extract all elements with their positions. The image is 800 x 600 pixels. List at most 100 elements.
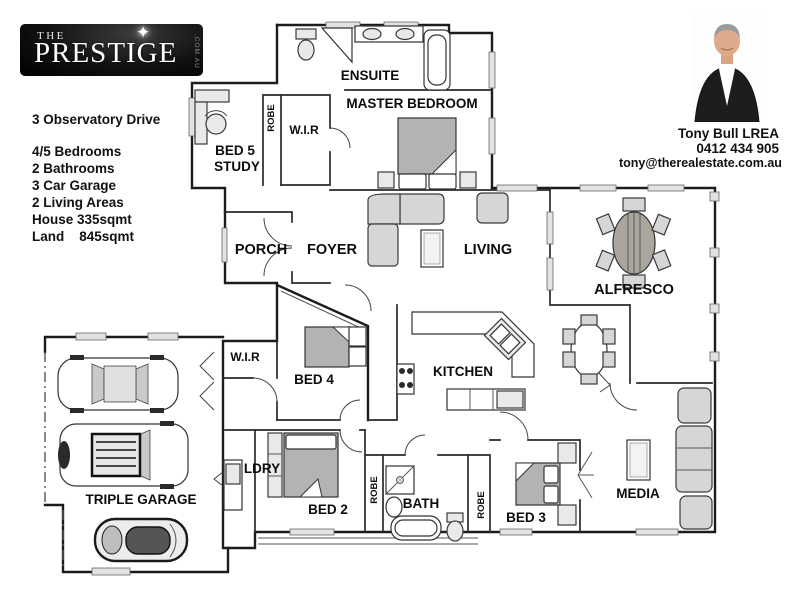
alfresco-setting [595,197,672,289]
garage-vehicles [57,355,189,563]
bedside-table [377,171,395,189]
logo-brand-text: PRESTIGE [34,37,178,69]
room-label-bed5: BED 5 [215,143,255,158]
garage-door-chevron [199,351,215,381]
feature-house: House 335sqmt [32,212,132,227]
outdoor-chair [595,249,616,272]
dining-chair [580,314,598,326]
pillow [543,465,559,484]
outdoor-chair [651,213,672,236]
pillow [543,485,559,504]
dining-setting [562,314,616,385]
office-chair [205,113,227,135]
armchair [679,495,713,530]
room-label-media: MEDIA [616,486,660,501]
door-swing-mark [597,371,611,393]
kitchen-fixtures [396,311,535,411]
shower [320,27,353,64]
outdoor-chair [651,249,672,272]
smile [720,47,734,51]
logo-the-text: THE [37,30,66,42]
room-label-robe-bed3: ROBE [476,491,487,518]
armchair [476,192,509,224]
bath-fixtures [385,465,464,542]
robe-cupboard [267,432,283,498]
toilet-bowl [297,39,315,61]
room-label-foyer: FOYER [307,242,357,258]
garage-door-chevron [199,381,215,411]
pillow [285,434,337,450]
property-features: 4/5 Bedrooms 2 Bathrooms 3 Car Garage 2 … [32,143,160,245]
jet-ski [93,517,189,563]
dining-table [570,322,608,378]
garage-door-chevron [213,467,229,491]
room-label-triple-garage: TRIPLE GARAGE [85,492,196,507]
feature-bathrooms: 2 Bathrooms [32,161,115,176]
laundry-tub [225,463,241,485]
dining-chair [602,351,616,368]
sparkle-icon: ✦ [136,23,151,42]
bed2-furniture [267,432,339,498]
room-label-ldry: LDRY [244,461,280,476]
feature-bedrooms: 4/5 Bedrooms [32,144,122,159]
feature-land: Land 845sqmt [32,229,135,244]
property-address: 3 Observatory Drive [32,112,161,127]
feature-garage: 3 Car Garage [32,178,117,193]
bedside-table [348,346,367,367]
basin [395,27,415,41]
sofa-section [399,193,445,225]
room-label-bed3: BED 3 [506,510,546,525]
dining-chair [580,373,598,385]
bedside-table [459,171,477,189]
room-label-alfresco: ALFRESCO [594,282,674,298]
sofa-corner [367,193,401,225]
room-label-wir-top: W.I.R [289,123,319,137]
cupboard [557,442,577,464]
dining-chair [562,351,576,368]
room-label-robe-bed2: ROBE [369,476,380,503]
toilet-cistern [295,28,317,40]
room-label-study: STUDY [214,159,260,174]
agent-email: tony@therealestate.com.au [619,156,782,170]
bedside-table [348,326,367,347]
hair [714,24,740,38]
outdoor-chair [595,213,616,236]
outdoor-chair [622,274,646,289]
face [714,26,740,56]
living-furniture [367,192,509,268]
property-details: 3 Observatory Drive 4/5 Bedrooms 2 Bathr… [32,112,160,245]
pillow [398,173,427,190]
car-sedan [57,355,179,413]
desk-return [194,101,208,145]
room-label-wir-mid: W.I.R [230,350,260,364]
jetski-seat [125,526,171,555]
agent-name: Tony Bull LREA [678,126,779,141]
kitchen-sink [483,317,527,361]
door-arcs [199,127,638,491]
dishwasher [496,390,524,409]
basin [385,496,403,518]
roof-rack [90,432,142,478]
shirt [719,65,735,106]
armchair [677,387,712,424]
sofa [675,425,713,493]
dining-chair [602,328,616,345]
agent-phone: 0412 434 905 [696,141,779,156]
prestige-logo: THE PRESTIGE ✦ .COM.AU [20,23,203,76]
outdoor-chair [622,197,646,212]
room-label-bed2: BED 2 [308,502,348,517]
basin [362,27,382,41]
sofa-section [367,223,399,267]
room-label-bed4: BED 4 [294,372,334,387]
study-furniture [194,89,230,145]
interior-walls [222,89,713,545]
room-label-ensuite: ENSUITE [341,68,400,83]
bed4-furniture [304,326,367,368]
room-labels: ENSUITE MASTER BEDROOM ROBE W.I.R BED 5 … [85,68,673,525]
room-label-living: LIVING [464,242,512,258]
bed3-furniture [515,442,594,526]
cupboard [557,504,577,526]
logo-suffix-text: .COM.AU [193,34,200,69]
